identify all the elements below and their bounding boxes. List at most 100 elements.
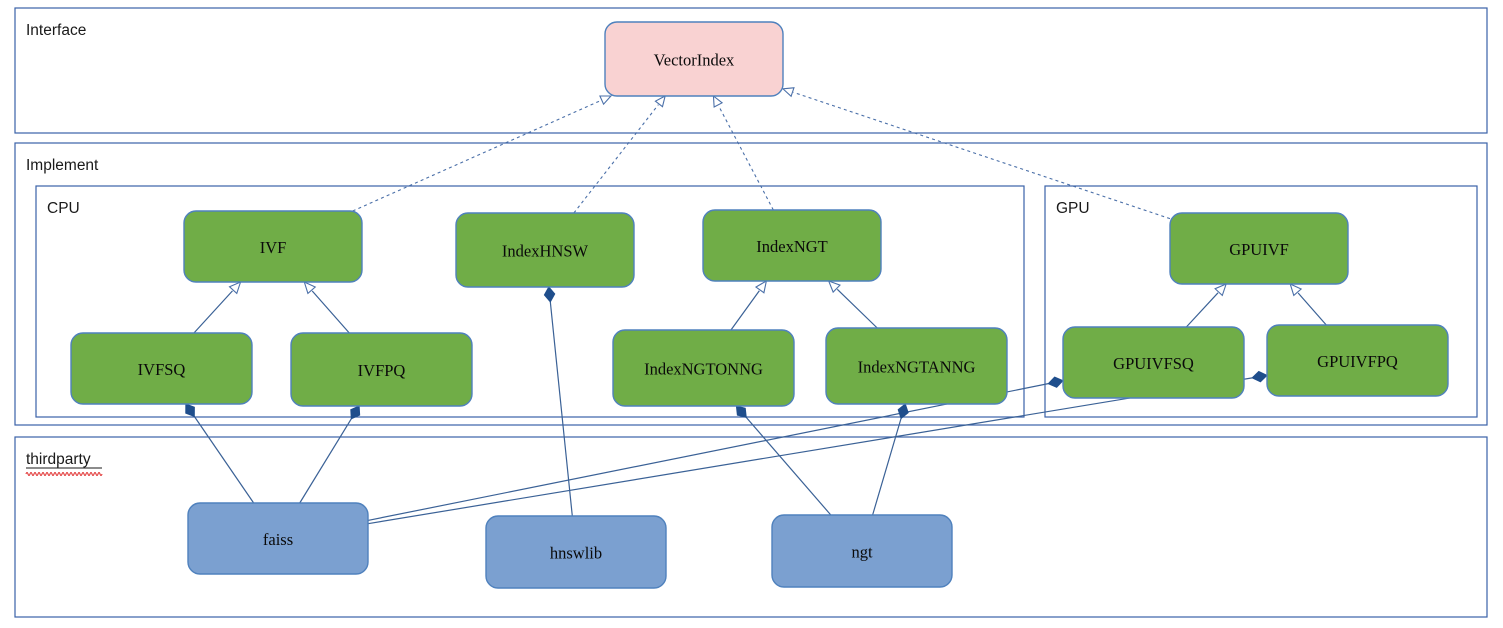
hollow-triangle-arrowhead	[654, 94, 666, 108]
node-box-ivfpq[interactable]	[290, 332, 473, 407]
container-label-thirdparty: thirdparty	[26, 451, 91, 468]
container-gpu: GPU	[1044, 185, 1478, 418]
node-box-gpuivfpq[interactable]	[1266, 324, 1449, 397]
hollow-triangle-arrowhead	[712, 94, 724, 108]
edge-generalization-ivfsq-to-ivf	[193, 281, 242, 334]
hollow-triangle-arrowhead	[827, 280, 841, 294]
node-box-ngt[interactable]	[771, 514, 953, 588]
node-box-gpuivfsq[interactable]	[1062, 326, 1245, 399]
node-box-hnswlib[interactable]	[485, 515, 667, 589]
edge-realization-indexhnsw-to-vectorindex	[573, 94, 666, 214]
filled-diamond-composition	[1251, 370, 1268, 383]
node-label-gpuivfpq: GPUIVFPQ	[1317, 352, 1398, 371]
edge-composition-faiss-to-gpuivfsq	[367, 376, 1064, 521]
filled-diamond-composition	[350, 405, 361, 420]
class-node-vectorindex[interactable]: VectorIndex	[604, 21, 784, 97]
edge-generalization-gpuivfsq-to-gpuivf	[1185, 283, 1228, 328]
class-node-indexhnsw[interactable]: IndexHNSW	[455, 212, 635, 288]
edge-realization-ivf-to-vectorindex	[352, 95, 613, 212]
node-box-ivfsq[interactable]	[70, 332, 253, 405]
node-box-gpuivf[interactable]	[1169, 212, 1349, 285]
hollow-triangle-arrowhead	[754, 279, 768, 294]
container-frame-cpu	[35, 185, 1025, 418]
edge-line	[193, 416, 255, 504]
node-box-ivf[interactable]	[183, 210, 363, 283]
edge-line	[872, 418, 902, 516]
edge-line	[367, 383, 1049, 521]
node-label-indexngt: IndexNGT	[756, 237, 827, 256]
filled-diamond-composition	[897, 403, 909, 420]
edge-line	[549, 301, 573, 517]
node-label-vectorindex: VectorIndex	[654, 51, 735, 70]
class-node-indexngtanng[interactable]: IndexNGTANNG	[825, 327, 1008, 405]
container-frame-gpu	[1044, 185, 1478, 418]
edge-line	[311, 290, 350, 334]
node-box-faiss[interactable]	[187, 502, 369, 575]
container-frame-implement	[14, 142, 1488, 426]
class-node-gpuivfsq[interactable]: GPUIVFSQ	[1062, 326, 1245, 399]
edge-realization-indexngt-to-vectorindex	[712, 94, 774, 211]
filled-diamond-composition	[735, 405, 747, 419]
node-label-indexngtanng: IndexNGTANNG	[858, 358, 976, 377]
hollow-triangle-arrowhead	[781, 87, 795, 98]
filled-diamond-composition	[543, 286, 556, 303]
node-box-indexngt[interactable]	[702, 209, 882, 282]
hollow-triangle-arrowhead	[228, 281, 242, 295]
class-node-hnswlib[interactable]: hnswlib	[485, 515, 667, 589]
container-frame-thirdparty	[14, 436, 1488, 618]
container-label-interface: Interface	[26, 22, 86, 39]
node-box-vectorindex[interactable]	[604, 21, 784, 97]
node-label-ngt: ngt	[851, 543, 873, 562]
node-box-indexngtonng[interactable]	[612, 329, 795, 407]
class-node-ivfsq[interactable]: IVFSQ	[70, 332, 253, 405]
edge-line	[836, 288, 878, 329]
container-label-cpu: CPU	[47, 200, 80, 217]
class-node-faiss[interactable]: faiss	[187, 502, 369, 575]
node-label-ivfsq: IVFSQ	[138, 360, 186, 379]
edge-line	[745, 416, 832, 516]
hollow-triangle-arrowhead	[599, 95, 613, 106]
container-implement: Implement	[14, 142, 1488, 426]
edge-layer	[185, 87, 1327, 525]
edge-line	[793, 91, 1171, 220]
filled-diamond-composition	[1047, 376, 1064, 388]
node-label-hnswlib: hnswlib	[550, 544, 602, 563]
edge-line	[367, 377, 1253, 525]
class-node-ngt[interactable]: ngt	[771, 514, 953, 588]
edge-line	[299, 418, 352, 504]
node-label-ivfpq: IVFPQ	[358, 361, 406, 380]
node-label-gpuivf: GPUIVF	[1229, 240, 1289, 259]
node-label-gpuivfsq: GPUIVFSQ	[1113, 354, 1194, 373]
class-node-indexngt[interactable]: IndexNGT	[702, 209, 882, 282]
class-node-indexngtonng[interactable]: IndexNGTONNG	[612, 329, 795, 407]
hollow-triangle-arrowhead	[1289, 282, 1303, 297]
class-node-ivf[interactable]: IVF	[183, 210, 363, 283]
edge-composition-faiss-to-ivfsq	[185, 403, 255, 504]
edge-line	[718, 105, 774, 211]
edge-composition-ngt-to-indexngtanng	[872, 403, 909, 516]
node-box-indexngtanng[interactable]	[825, 327, 1008, 405]
edge-generalization-indexngtanng-to-indexngt	[827, 280, 878, 329]
class-node-ivfpq[interactable]: IVFPQ	[290, 332, 473, 407]
class-node-gpuivfpq[interactable]: GPUIVFPQ	[1266, 324, 1449, 397]
container-frame-interface	[14, 7, 1488, 134]
filled-diamond-composition	[185, 403, 195, 418]
edge-line	[193, 290, 233, 334]
class-node-gpuivf[interactable]: GPUIVF	[1169, 212, 1349, 285]
edge-line	[573, 104, 659, 214]
node-label-ivf: IVF	[260, 238, 287, 257]
node-label-indexngtonng: IndexNGTONNG	[644, 360, 763, 379]
edge-composition-hnswlib-to-indexhnsw	[543, 286, 573, 517]
node-box-indexhnsw[interactable]	[455, 212, 635, 288]
edge-line	[1297, 292, 1327, 326]
container-label-gpu: GPU	[1056, 200, 1090, 217]
container-interface: Interface	[14, 7, 1488, 134]
edge-line	[352, 99, 602, 212]
edge-composition-ngt-to-indexngtonng	[735, 405, 832, 516]
edge-realization-gpuivf-to-vectorindex	[781, 87, 1171, 220]
edge-generalization-gpuivfpq-to-gpuivf	[1289, 282, 1327, 326]
container-cpu: CPU	[35, 185, 1025, 418]
